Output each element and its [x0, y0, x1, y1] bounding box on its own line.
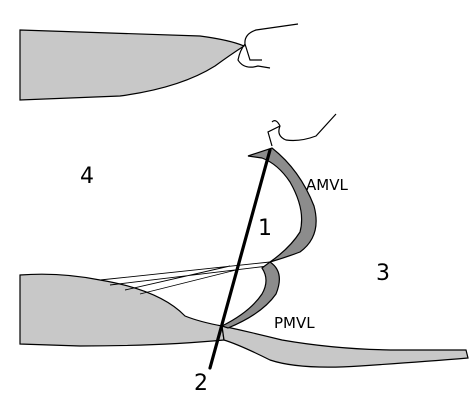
- lower-scribble: [267, 113, 337, 147]
- upper-scribble: [237, 23, 299, 69]
- lower-left-tissue: [19, 273, 225, 347]
- amvl-leaflet: [247, 147, 317, 263]
- measurement-line-2: [208, 148, 272, 370]
- upper-tissue-wedge: [19, 29, 246, 101]
- region-label-3: 3: [376, 261, 390, 286]
- region-label-4: 4: [80, 164, 94, 189]
- pmvl-label: PMVL: [274, 314, 315, 332]
- amvl-label: AMVL: [306, 176, 348, 194]
- posterior-wall-tail: [221, 325, 469, 368]
- region-label-1: 1: [258, 216, 272, 241]
- line-label-2: 2: [194, 371, 208, 396]
- chordae-lines: [99, 261, 271, 295]
